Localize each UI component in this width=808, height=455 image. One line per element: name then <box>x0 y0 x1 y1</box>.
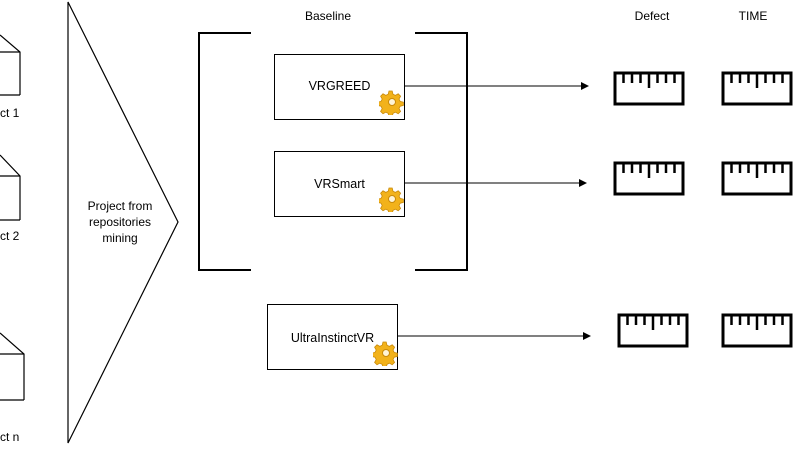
arrow-vrgreed <box>404 82 589 90</box>
time-ruler-icon-3 <box>721 313 793 348</box>
defect-header: Defect <box>634 9 670 23</box>
gear-icon <box>373 341 398 366</box>
project-label-1: ct 1 <box>0 106 20 120</box>
defect-ruler-icon-3 <box>617 313 689 348</box>
tool-name-ultrainstinctvr: UltraInstinctVR <box>290 331 375 345</box>
baseline-left-bracket <box>198 32 251 271</box>
arrow-vrsmart <box>404 179 587 187</box>
mining-triangle <box>67 1 179 444</box>
project-cube-n <box>0 332 25 401</box>
arrow-ultrainstinctvr <box>397 332 591 340</box>
project-cube-2 <box>0 154 21 221</box>
tool-box-ultrainstinctvr: UltraInstinctVR <box>267 304 398 370</box>
defect-ruler-icon-1 <box>613 71 685 106</box>
mining-label-line-2: repositories <box>88 215 152 229</box>
mining-label-line-1: Project from <box>87 199 153 213</box>
tool-name-vrsmart: VRSmart <box>314 177 365 191</box>
defect-ruler-icon-2 <box>613 161 685 196</box>
project-cube-1 <box>0 34 21 96</box>
gear-icon <box>379 187 404 212</box>
project-label-2: ct 2 <box>0 229 20 243</box>
baseline-right-bracket <box>415 32 468 271</box>
gear-icon <box>379 90 404 115</box>
tool-name-vrgreed: VRGREED <box>308 79 371 93</box>
time-header: TIME <box>738 9 768 23</box>
baseline-header: Baseline <box>304 9 352 23</box>
time-ruler-icon-2 <box>721 161 793 196</box>
project-label-n: ct n <box>0 430 20 444</box>
time-ruler-icon-1 <box>721 71 793 106</box>
mining-label: Project from repositories mining <box>72 198 168 246</box>
mining-label-line-3: mining <box>102 231 138 245</box>
